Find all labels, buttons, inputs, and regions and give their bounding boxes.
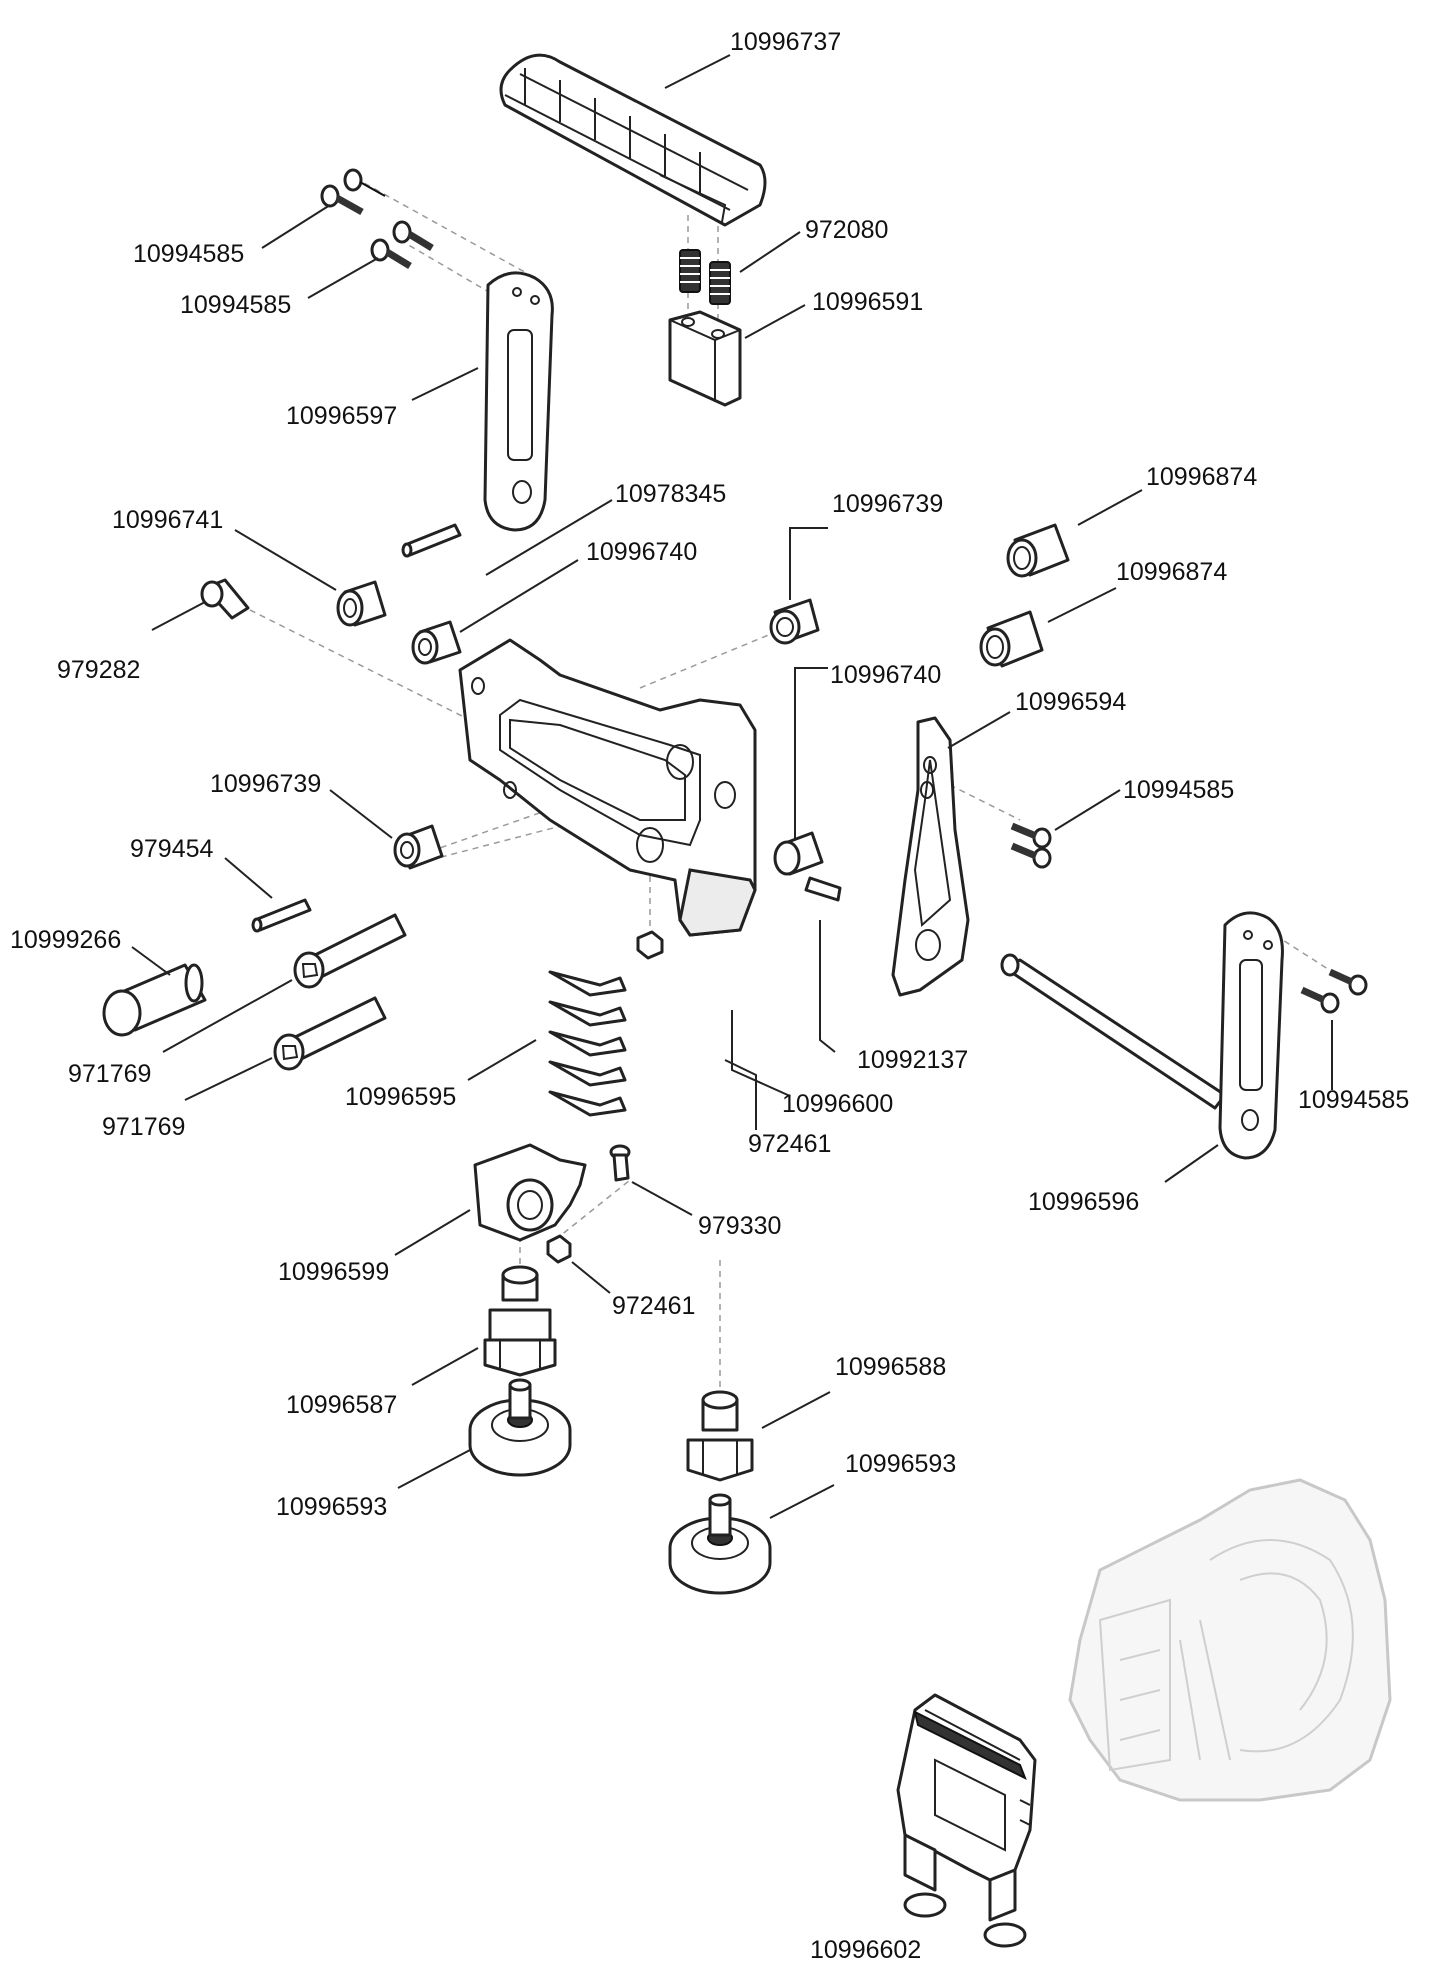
wheel-screw-part [609, 1144, 631, 1182]
bushing-right [773, 831, 824, 876]
grip-mount-part [668, 310, 742, 407]
right-plate-axle-part [1000, 911, 1284, 1160]
dowel-pin-right [804, 876, 842, 902]
leader-lines [131, 54, 1333, 1519]
label-stud-pin: 979282 [57, 656, 140, 684]
bushing-left-inner [411, 620, 462, 665]
label-hinge-pin: 10999266 [10, 926, 121, 954]
label-cap-screw-a: 971769 [68, 1060, 151, 1088]
spacer-top [1006, 523, 1070, 578]
dowel-pin-front [251, 898, 312, 933]
label-right-plate-axle: 10996596 [1028, 1188, 1139, 1216]
label-bushing-top-right: 10996739 [832, 490, 943, 518]
cap-screw-b [273, 996, 387, 1071]
spring-pair [679, 249, 731, 305]
bushing-left [336, 580, 387, 627]
screw-set-top-left [320, 168, 434, 269]
stud-pin-part [200, 578, 250, 620]
label-bushing-front: 10996739 [210, 770, 321, 798]
hinge-pin-part [102, 963, 207, 1037]
wheel-left-part [468, 1378, 572, 1477]
screw-set-swing-arm [1010, 822, 1052, 869]
wheel-axle-left-part [483, 1265, 557, 1377]
bushing-front [393, 824, 444, 870]
label-wheel-axle-left: 10996587 [286, 1391, 397, 1419]
label-wheel-axle-right: 10996588 [835, 1353, 946, 1381]
bushing-top-right [769, 598, 820, 645]
label-swing-arm: 10996594 [1015, 688, 1126, 716]
cap-screw-a [293, 913, 407, 989]
label-wheel-screw: 979330 [698, 1212, 781, 1240]
label-screw-top-b: 10994585 [180, 291, 291, 319]
label-bushing-left-inner: 10996740 [586, 538, 697, 566]
label-wheel-right: 10996593 [845, 1450, 956, 1478]
label-screw-top-a: 10994585 [133, 240, 244, 268]
set-screw-frame [636, 930, 664, 960]
label-screw-right-plate: 10994585 [1298, 1086, 1409, 1114]
label-dowel-pin-left-plate: 10978345 [615, 480, 726, 508]
label-set-screw-block: 972461 [612, 1292, 695, 1320]
label-grip-mount: 10996591 [812, 288, 923, 316]
handle-grip-part [499, 53, 767, 227]
label-spring: 972080 [805, 216, 888, 244]
assembled-handle-unit [896, 1693, 1037, 1948]
label-left-plate: 10996597 [286, 402, 397, 430]
screw-set-right-plate [1300, 968, 1368, 1014]
left-plate-part [483, 271, 554, 532]
set-screw-block [546, 1234, 572, 1264]
label-cap-screw-b: 971769 [102, 1113, 185, 1141]
wheel-block-part [473, 1143, 587, 1242]
label-assembly: 10996602 [810, 1936, 921, 1964]
label-bushing-right: 10996740 [830, 661, 941, 689]
label-screw-swing-arm: 10994585 [1123, 776, 1234, 804]
label-set-screw-frame: 972461 [748, 1130, 831, 1158]
leaf-springs-part [548, 970, 627, 1117]
label-wheel-block: 10996599 [278, 1258, 389, 1286]
label-spacer-bottom: 10996874 [1116, 558, 1227, 586]
wheel-right-part [668, 1493, 772, 1595]
label-bushing-left: 10996741 [112, 506, 223, 534]
label-dowel-pin-front: 979454 [130, 835, 214, 863]
dowel-pin-left-plate [401, 523, 462, 558]
label-dowel-pin-right: 10992137 [857, 1046, 968, 1074]
label-main-frame: 10996600 [782, 1090, 893, 1118]
wheel-axle-right-part [686, 1390, 754, 1482]
label-handle-grip: 10996737 [730, 28, 841, 56]
swing-arm-part [891, 716, 970, 997]
label-wheel-left: 10996593 [276, 1493, 387, 1521]
label-leaf-springs: 10996595 [345, 1083, 456, 1111]
main-frame-part [458, 638, 757, 937]
part-labels: 10996737 972080 10996591 10994585 109945… [10, 28, 1409, 1964]
machine-context-illustration [1068, 1478, 1392, 1802]
spacer-bottom [979, 610, 1044, 668]
label-spacer-top: 10996874 [1146, 463, 1257, 491]
